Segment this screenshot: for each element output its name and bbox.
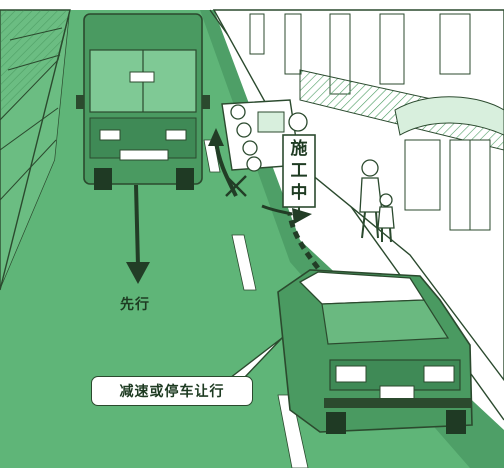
construction-sign — [282, 134, 316, 215]
pedestrian-icon — [359, 159, 395, 243]
car-instruction-label: 减速或停车让行 — [91, 376, 253, 406]
construction-barrier-icon — [221, 99, 308, 172]
blocked-path — [208, 128, 247, 197]
bus-arrow — [126, 184, 150, 284]
cross-mark-icon — [225, 175, 247, 197]
car-icon — [277, 269, 473, 434]
car-trajectory — [261, 204, 320, 270]
bus-instruction-label: 先行 — [120, 297, 150, 313]
construction-sign-label: 施工中 — [290, 139, 308, 203]
bus-icon — [76, 13, 210, 190]
lane-markings — [203, 139, 309, 468]
